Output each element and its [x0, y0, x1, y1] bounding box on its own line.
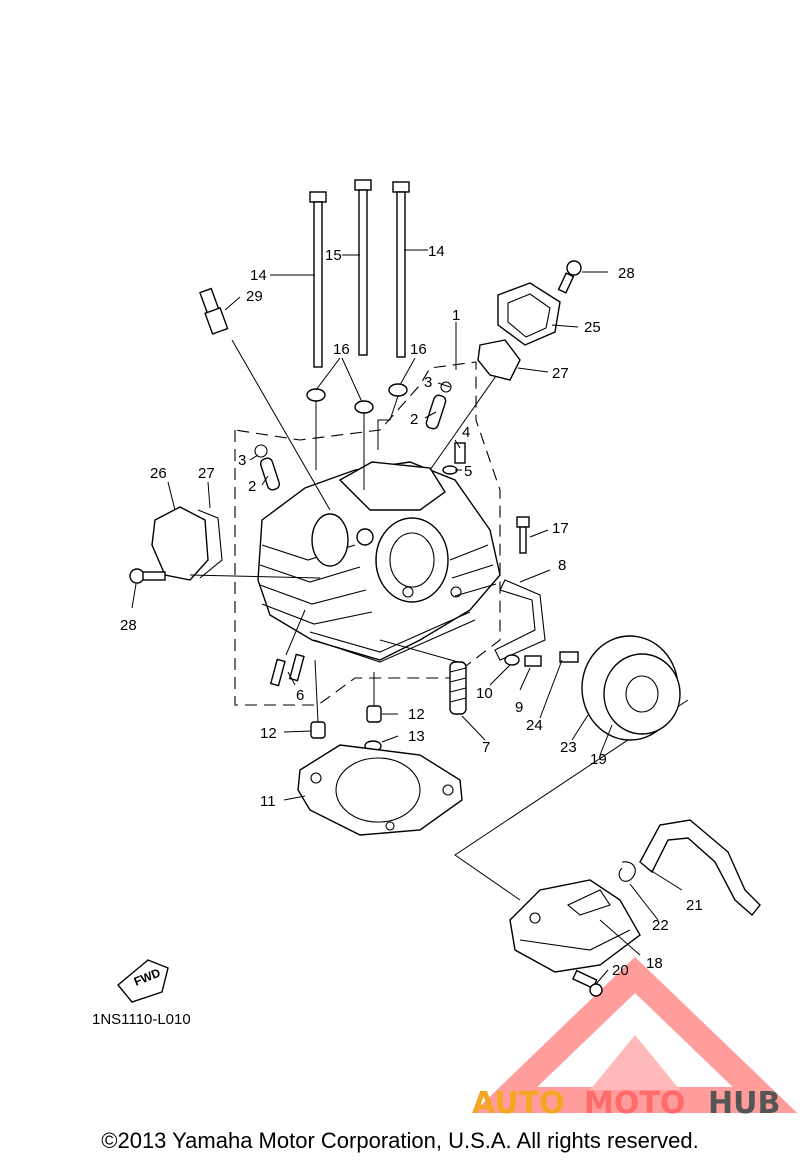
callout-26: 26	[150, 465, 167, 482]
stud-6b	[288, 653, 305, 682]
head-bolt-middle	[354, 179, 372, 356]
diagram-code: 1NS1110-L010	[92, 1011, 191, 1028]
callout-4: 4	[462, 424, 470, 441]
callout-5: 5	[464, 463, 472, 480]
callout-9: 9	[515, 699, 523, 716]
washer-middle	[354, 400, 374, 414]
bolt-9	[524, 655, 542, 667]
cover-assembly-leader	[454, 699, 689, 901]
stud-6a	[269, 658, 286, 687]
bolt-24	[559, 651, 579, 663]
callout-11: 11	[260, 793, 276, 810]
washer-right	[388, 383, 408, 397]
callout-12-right: 12	[408, 706, 425, 723]
valve-guide-left	[259, 457, 281, 491]
leaders	[131, 249, 683, 985]
callout-27-left: 27	[198, 465, 215, 482]
callout-25: 25	[584, 319, 601, 336]
callout-18: 18	[646, 955, 663, 972]
stud-bolt	[454, 442, 466, 464]
clip-right	[440, 381, 452, 393]
callout-14-right: 14	[428, 243, 445, 260]
callout-1: 1	[452, 307, 460, 324]
callout-29: 29	[246, 288, 263, 305]
callout-16-right: 16	[410, 341, 427, 358]
watermark-text: AUTO MOTO HUB	[472, 1086, 780, 1121]
callout-7: 7	[482, 739, 490, 756]
watermark-moto: MOTO	[584, 1086, 685, 1121]
cylinder-head	[257, 461, 501, 663]
watermark-hub: HUB	[708, 1086, 780, 1121]
breather-hose	[639, 819, 761, 917]
intake-cover-right	[429, 282, 561, 471]
callout-24: 24	[526, 717, 543, 734]
copyright-notice: ©2013 Yamaha Motor Corporation, U.S.A. A…	[101, 1128, 699, 1153]
dowel-right	[366, 705, 382, 723]
hose-clamp	[618, 861, 636, 882]
bolt-17	[516, 516, 530, 554]
washer-left	[306, 388, 326, 402]
callout-13: 13	[408, 728, 425, 745]
head-gasket	[297, 744, 463, 836]
callout-17: 17	[552, 520, 569, 537]
head-bolt-left	[309, 191, 327, 368]
callout-16-left: 16	[333, 341, 350, 358]
clip-left	[254, 444, 268, 458]
callout-12-left: 12	[260, 725, 277, 742]
washer-10	[504, 654, 520, 666]
nut	[442, 465, 458, 475]
callout-14-left: 14	[250, 267, 267, 284]
callout-2-left: 2	[248, 478, 256, 495]
spark-plug	[199, 287, 331, 511]
cover-bolt-left	[129, 568, 166, 584]
assembly-boundary	[234, 361, 501, 706]
head-bolt-right	[392, 181, 410, 358]
callout-labels: 1 2 2 3 3 4 5 6 7 8 9 10 11 12 12 13 14 …	[92, 243, 703, 1028]
watermark-logo	[472, 956, 798, 1113]
end-cover	[581, 635, 681, 741]
fwd-arrow: FWD	[117, 959, 169, 1003]
callout-27-right: 27	[552, 365, 569, 382]
intake-cover-left	[151, 506, 321, 581]
bolt-20	[571, 969, 603, 997]
callout-20: 20	[612, 962, 629, 979]
side-gasket	[494, 579, 546, 661]
cover-bolt-right	[557, 260, 582, 294]
breather-cover	[509, 879, 641, 973]
callout-6: 6	[296, 687, 304, 704]
callout-23: 23	[560, 739, 577, 756]
callout-28-left: 28	[120, 617, 137, 634]
callout-2-right: 2	[410, 411, 418, 428]
callout-19: 19	[590, 751, 607, 768]
watermark-auto: AUTO	[472, 1086, 565, 1121]
callout-21: 21	[686, 897, 703, 914]
callout-10: 10	[476, 685, 493, 702]
callout-15: 15	[325, 247, 342, 264]
callout-3-right: 3	[424, 374, 432, 391]
callout-28-right: 28	[618, 265, 635, 282]
callout-22: 22	[652, 917, 669, 934]
dowel-left	[310, 721, 326, 739]
callout-8: 8	[558, 557, 566, 574]
callout-3-left: 3	[238, 452, 246, 469]
